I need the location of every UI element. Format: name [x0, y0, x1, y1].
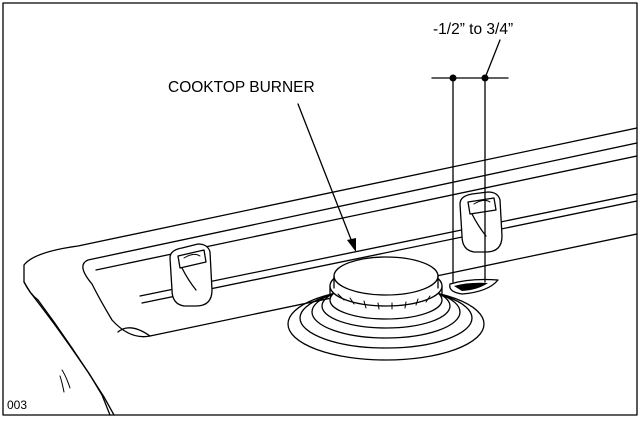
- figure-border: [2, 2, 638, 416]
- left-grate-bracket: [169, 243, 213, 307]
- burner-flame: [449, 278, 499, 295]
- cooktop-burner: [287, 256, 485, 361]
- burner-callout-arrow: [297, 103, 356, 252]
- figure-number: 003: [7, 398, 27, 412]
- burner-label: COOKTOP BURNER: [168, 79, 315, 96]
- measurement-label: -1/2” to 3/4”: [433, 21, 513, 38]
- flame-height-dimension: [431, 39, 509, 283]
- cooktop-edge: [23, 127, 638, 416]
- right-grate-bracket: [459, 191, 503, 253]
